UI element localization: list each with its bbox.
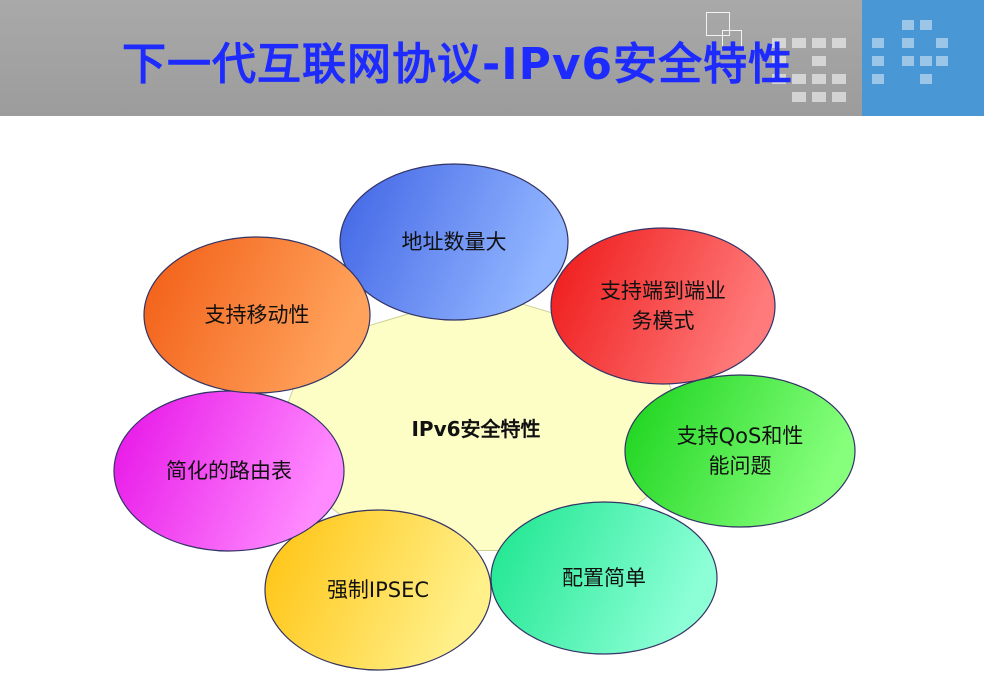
feature-label: 支持端到端业 — [600, 279, 726, 303]
decor-square — [812, 92, 826, 102]
decor-square — [812, 38, 826, 48]
decor-square — [872, 74, 884, 84]
feature-label: 支持移动性 — [205, 303, 310, 327]
decor-square — [936, 38, 948, 48]
decor-square — [812, 74, 826, 84]
decor-outline-square — [722, 30, 742, 50]
decor-square — [832, 74, 846, 84]
decor-square — [772, 74, 786, 84]
feature-ellipse — [550, 227, 776, 385]
feature-ellipse — [143, 236, 371, 394]
decor-square — [832, 92, 846, 102]
slide-title: 下一代互联网协议-IPv6安全特性 — [122, 39, 794, 90]
decor-square — [920, 20, 932, 30]
feature-ellipse — [624, 374, 856, 528]
decor-square — [920, 74, 932, 84]
center-label: IPv6安全特性 — [411, 417, 540, 441]
header-accent-block — [862, 0, 984, 116]
feature-node-mandatory-ipsec: 强制IPSEC — [264, 509, 492, 671]
decor-square — [872, 56, 884, 66]
feature-label: 配置简单 — [562, 566, 646, 590]
decor-square — [872, 38, 884, 48]
feature-ellipse — [339, 163, 569, 321]
feature-label: 地址数量大 — [402, 230, 507, 254]
feature-label: 能问题 — [709, 454, 772, 478]
feature-node-large-address-space: 地址数量大 — [339, 163, 569, 321]
decor-square — [936, 56, 948, 66]
decor-square — [772, 38, 786, 48]
decor-square — [902, 56, 914, 66]
feature-label: 简化的路由表 — [166, 459, 292, 483]
decor-square — [792, 92, 806, 102]
feature-node-simple-config: 配置简单 — [490, 501, 718, 655]
decor-square — [792, 38, 806, 48]
decor-square — [920, 56, 932, 66]
feature-ellipse — [264, 509, 492, 671]
decor-square — [812, 56, 826, 66]
feature-label: 支持QoS和性 — [677, 424, 804, 448]
decor-square — [902, 38, 914, 48]
decor-square — [832, 38, 846, 48]
decor-square — [772, 56, 786, 66]
decor-outline-square — [706, 12, 730, 36]
feature-node-mobility: 支持移动性 — [143, 236, 371, 394]
feature-label: 强制IPSEC — [327, 578, 429, 602]
feature-label: 务模式 — [632, 309, 695, 333]
decor-square — [792, 74, 806, 84]
decor-square — [902, 20, 914, 30]
feature-node-simplified-routing: 简化的路由表 — [113, 390, 345, 552]
feature-nodes: 地址数量大支持端到端业务模式支持QoS和性能问题配置简单强制IPSEC简化的路由… — [113, 163, 856, 671]
feature-ellipse — [490, 501, 718, 655]
header-banner: 下一代互联网协议-IPv6安全特性 — [0, 0, 984, 116]
